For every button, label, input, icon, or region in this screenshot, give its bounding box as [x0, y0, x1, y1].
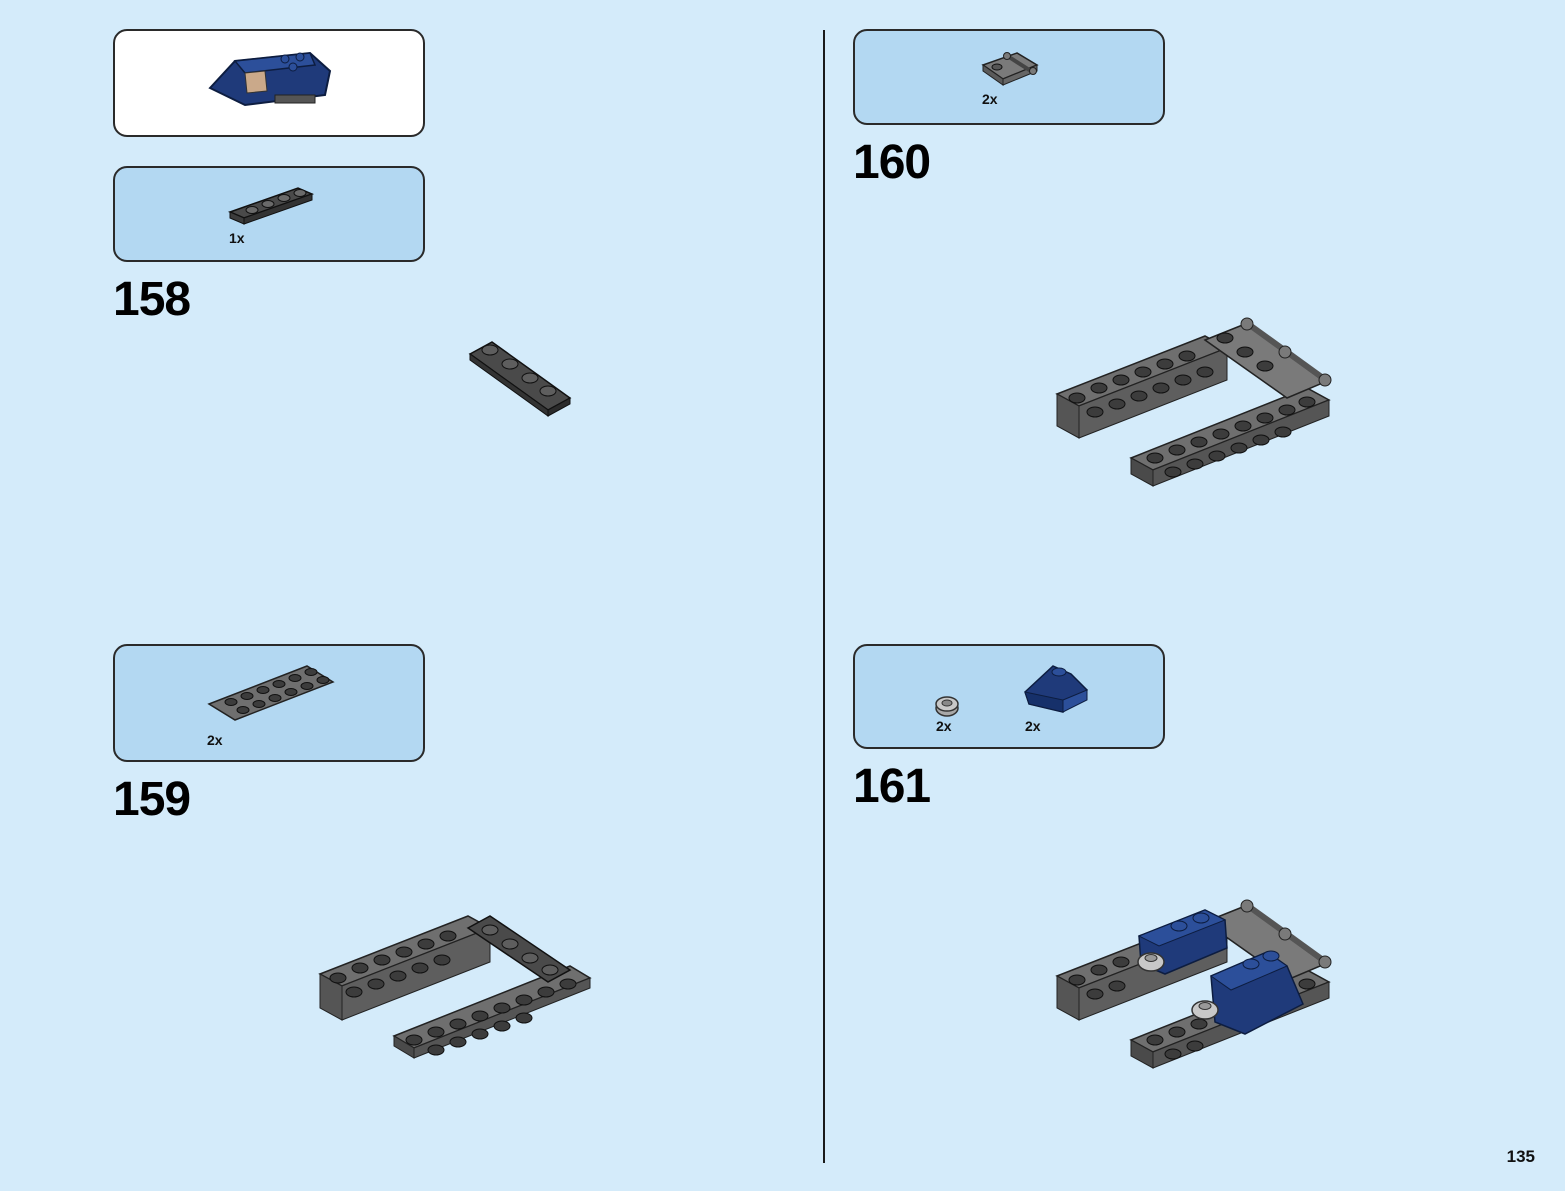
parts-box-step-159: 2x	[113, 644, 425, 762]
gray-plate-with-bar-handle-icon	[981, 52, 1039, 86]
part-quantity: 2x	[1025, 718, 1041, 734]
parts-box-step-160: 2x	[853, 29, 1165, 125]
part-quantity: 2x	[207, 732, 223, 748]
part-quantity: 2x	[982, 91, 998, 107]
step-number-159: 159	[113, 773, 191, 826]
dark-gray-plate-1x4-icon	[227, 187, 315, 225]
step-161-model-icon	[1055, 899, 1332, 1069]
step-159-model-icon	[318, 915, 592, 1059]
step-160-model-icon	[1055, 317, 1332, 487]
dark-gray-plate-1x4-model-icon	[468, 341, 572, 417]
part-quantity: 2x	[936, 718, 952, 734]
parts-box-step-161: 2x 2x	[853, 644, 1165, 749]
subassembly-preview-box	[113, 29, 425, 137]
parts-box-step-158: 1x	[113, 166, 425, 262]
step-number-161: 161	[853, 760, 931, 813]
step-number-160: 160	[853, 136, 931, 189]
part-quantity: 1x	[229, 230, 245, 246]
step-number-158: 158	[113, 273, 191, 326]
column-divider	[823, 30, 825, 1163]
light-gray-round-tile-icon	[935, 696, 959, 717]
dark-blue-slope-brick-icon	[1024, 665, 1089, 713]
dark-blue-vehicle-subassembly-icon	[208, 51, 332, 107]
dark-gray-plate-2x6-icon	[207, 665, 335, 721]
page-number: 135	[1506, 1147, 1535, 1166]
